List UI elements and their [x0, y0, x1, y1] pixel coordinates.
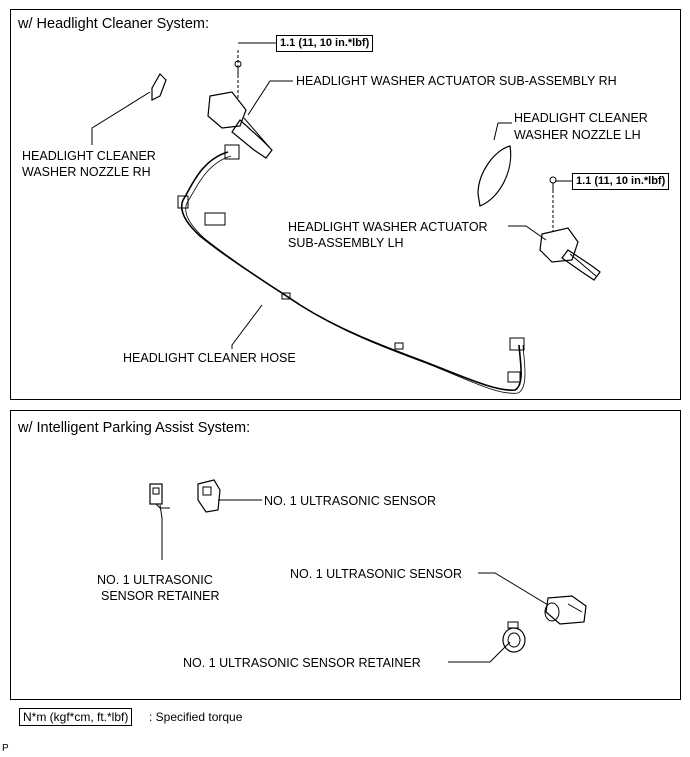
nozzle-lh-leader [493, 122, 512, 141]
retainer-b-label: NO. 1 ULTRASONIC SENSOR RETAINER [183, 656, 421, 670]
sensor-b-icon [544, 595, 587, 625]
actuator-rh-icon [207, 60, 273, 159]
retainer-a-leader [159, 504, 163, 560]
actuator-rh-label: HEADLIGHT WASHER ACTUATOR SUB-ASSEMBLY R… [296, 74, 617, 88]
sensor-a-label: NO. 1 ULTRASONIC SENSOR [264, 494, 437, 508]
retainer-a-label-line2: SENSOR RETAINER [101, 589, 220, 603]
torque-spec-rh: 1.1 (11, 10 in.*lbf) [276, 35, 374, 52]
retainer-b-leader [448, 641, 511, 663]
actuator-rh-leader [247, 80, 293, 116]
nozzle-lh-label-line2: WASHER NOZZLE LH [514, 128, 641, 142]
nozzle-rh-leader [91, 91, 151, 145]
sensor-b-label: NO. 1 ULTRASONIC SENSOR [290, 567, 463, 581]
actuator-lh-icon [539, 176, 601, 281]
nozzle-rh-label-line2: WASHER NOZZLE RH [22, 165, 151, 179]
actuator-lh-leader [508, 225, 547, 241]
nozzle-lh-icon [477, 145, 512, 207]
figure-code: P [2, 743, 9, 754]
sensor-b-leader [478, 572, 549, 606]
nozzle-lh-label-line1: HEADLIGHT CLEANER [514, 111, 648, 125]
torque-legend-unit: N*m (kgf*cm, ft.*lbf) [19, 708, 133, 726]
parking-assist-panel [10, 410, 681, 700]
headlight-cleaner-panel [10, 9, 681, 400]
torque-legend-text: : Specified torque [149, 710, 243, 724]
actuator-lh-label-line1: HEADLIGHT WASHER ACTUATOR [288, 220, 488, 234]
sensor-a-icon [197, 479, 221, 513]
nozzle-rh-label-line1: HEADLIGHT CLEANER [22, 149, 156, 163]
retainer-a-label-line1: NO. 1 ULTRASONIC [97, 573, 213, 587]
headlight-cleaner-title: w/ Headlight Cleaner System: [18, 16, 209, 32]
parking-assist-title: w/ Intelligent Parking Assist System: [18, 420, 251, 436]
retainer-b-icon [502, 621, 526, 653]
hose-leader [231, 304, 263, 349]
actuator-lh-label-line2: SUB-ASSEMBLY LH [288, 236, 404, 250]
retainer-a-icon [149, 483, 170, 509]
hose-label: HEADLIGHT CLEANER HOSE [123, 351, 296, 365]
hose-end-fitting [509, 337, 525, 351]
nozzle-rh-icon [151, 73, 167, 101]
torque-spec-lh: 1.1 (11, 10 in.*lbf) [572, 173, 670, 190]
